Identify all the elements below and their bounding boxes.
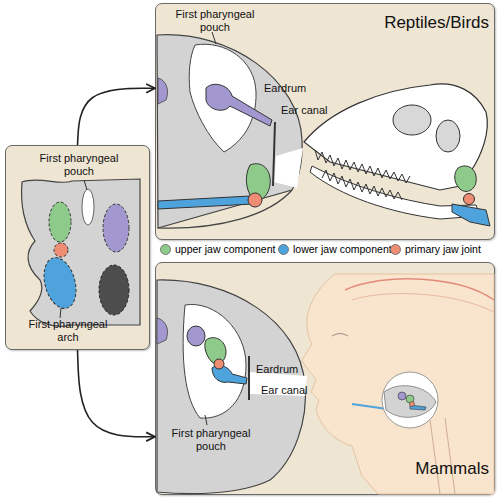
panel-box: First pharyngeal pouchFirst pharyngeal a… — [5, 145, 150, 350]
part-label: Eardrum — [256, 363, 316, 376]
legend-item: upper jaw component — [160, 243, 275, 255]
panel-box: EardrumEar canalFirst pharyngeal pouchMa… — [155, 262, 495, 495]
part-label: Ear canal — [261, 384, 321, 397]
part-label: Ear canal — [281, 104, 341, 117]
part-label: First pharyngeal pouch — [166, 427, 256, 453]
part-label: Eardrum — [264, 82, 324, 95]
legend-label: upper jaw component — [175, 243, 275, 255]
legend-item: primary jaw joint — [390, 243, 481, 255]
part-label: First pharyngeal pouch — [170, 8, 260, 34]
legend-label: primary jaw joint — [405, 243, 481, 255]
curved-arrow — [78, 350, 156, 437]
legend-item: lower jaw component — [278, 243, 392, 255]
part-label: First pharyngeal pouch — [34, 152, 124, 178]
legend-label: lower jaw component — [293, 243, 392, 255]
panel-box: First pharyngeal pouch Reptiles/BirdsEard… — [155, 3, 495, 240]
panel-title: Mammals — [356, 459, 489, 479]
legend-swatch — [278, 244, 289, 255]
legend-swatch — [390, 244, 401, 255]
panel-title: Reptiles/Birds — [356, 13, 489, 33]
part-label: First pharyngeal arch — [18, 318, 118, 344]
curved-arrow — [78, 88, 156, 145]
legend-swatch — [160, 244, 171, 255]
